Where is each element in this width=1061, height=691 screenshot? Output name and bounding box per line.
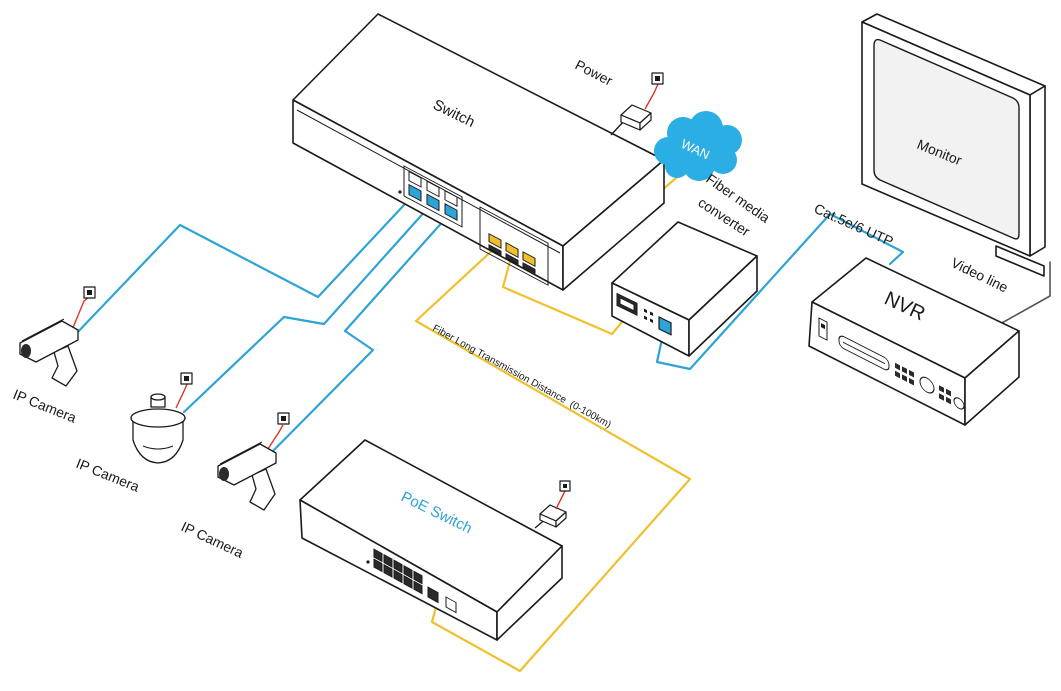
camera-power-wire: [263, 424, 284, 456]
camera-lens: [219, 467, 229, 481]
nvr-buttons: [895, 362, 914, 386]
video-line-label: Video line: [949, 254, 1011, 295]
cloud-icon: [654, 111, 742, 181]
converter-led: [644, 308, 647, 314]
camera-power-wire: [71, 296, 90, 331]
utp-cable-label: Cat.5e/6 UTP: [812, 200, 896, 249]
converter-led: [644, 315, 647, 321]
wall-socket-icon: [83, 286, 96, 299]
nvr: NVR: [808, 257, 1020, 426]
poe-switch-ports: [373, 548, 457, 614]
converter-led: [650, 311, 653, 317]
dome-camera-icon: [130, 393, 186, 464]
fiber-distance-label: Fiber Long Transmission Distance (0-100k…: [431, 323, 613, 431]
poe-switch: PoE Switch: [299, 439, 571, 641]
sfp-port: [505, 253, 519, 265]
switch: Switch: [292, 13, 665, 291]
poe-sfp-port: [445, 596, 457, 614]
converter-ports: [616, 292, 672, 336]
camera-power-wire: [175, 383, 188, 409]
power-wire: [644, 83, 659, 110]
rj45-port-active: [444, 203, 458, 221]
camera-lens: [21, 344, 31, 358]
rj45-port-active: [426, 193, 440, 212]
wan-cloud: WAN: [654, 111, 742, 181]
ip-camera-2: IP Camera: [74, 372, 193, 495]
switch-right-face: [562, 159, 665, 291]
rj45-port: [444, 190, 458, 207]
monitor-stand: [995, 245, 1045, 277]
cables: [72, 170, 1051, 673]
sfp-port-active: [522, 251, 536, 268]
wall-socket-icon: [180, 372, 193, 385]
wall-socket-icon: [651, 72, 664, 85]
fiber-cable-to-poe-switch: [414, 244, 692, 673]
video-line-cable: [999, 261, 1051, 325]
utp-cable-converter-to-nvr: [655, 212, 905, 371]
bullet-camera-icon: [19, 318, 79, 387]
power-wire: [555, 490, 566, 510]
power-label: Power: [573, 56, 616, 88]
monitor-screen: [873, 38, 1020, 240]
nvr-power-button: [953, 397, 965, 410]
rj45-port-active: [408, 183, 422, 202]
ip-camera-1: IP Camera: [11, 286, 96, 426]
converter-led: [650, 318, 653, 324]
switch-front-trim: [296, 109, 561, 254]
wall-socket-icon: [559, 480, 571, 492]
ethernet-cable-camera-3: [266, 207, 456, 458]
converter-rj45-port: [658, 316, 672, 336]
power-adapter-cord: [610, 120, 625, 136]
poe-switch-led: [366, 560, 370, 564]
fiber-cable-to-media-converter: [501, 252, 629, 336]
rj45-port: [426, 180, 440, 198]
switch-rj45-ports: [403, 165, 463, 228]
sfp-port-active: [505, 242, 519, 258]
sfp-port-active: [488, 233, 502, 249]
switch-sfp-ports: [479, 206, 549, 286]
ethernet-cable-camera-1: [72, 187, 421, 338]
ip-camera-3-label: IP Camera: [179, 518, 246, 561]
ip-camera-3: IP Camera: [179, 412, 290, 561]
bullet-camera-icon: [217, 441, 277, 511]
nvr-jog-dial: [919, 376, 935, 394]
rj45-port: [408, 170, 422, 188]
nvr-front-panel: [818, 317, 965, 410]
switch-led: [398, 190, 402, 194]
wall-socket-icon: [277, 412, 290, 425]
sfp-port: [522, 262, 536, 275]
sfp-port: [488, 244, 502, 256]
nvr-buttons: [939, 385, 951, 405]
nvr-usb-slot: [818, 317, 828, 341]
poe-sfp-port: [427, 586, 439, 604]
ip-camera-1-label: IP Camera: [11, 386, 79, 426]
ip-camera-2-label: IP Camera: [74, 455, 142, 495]
monitor: Monitor: [861, 13, 1046, 277]
ethernet-cable-camera-2: [182, 197, 438, 414]
